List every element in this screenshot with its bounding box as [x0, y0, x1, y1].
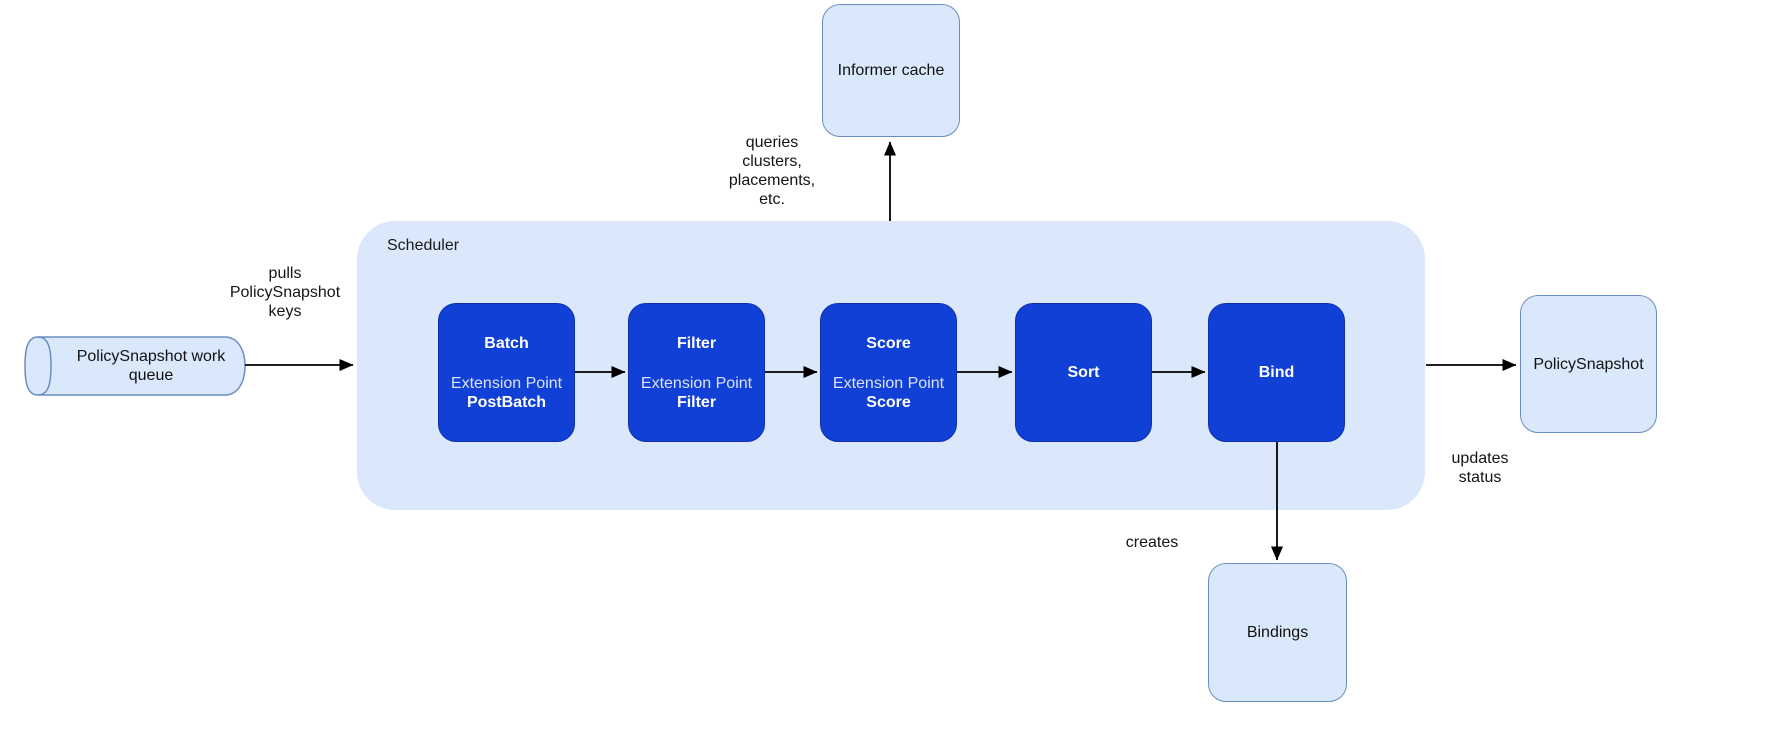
- stage-batch-extension-name: PostBatch: [466, 393, 547, 411]
- stage-bind: Bind: [1208, 303, 1345, 442]
- stage-batch: Batch Extension Point PostBatch: [438, 303, 575, 442]
- stage-score-title: Score: [866, 334, 911, 352]
- stage-filter-extension-point-label: Extension Point: [640, 374, 753, 392]
- stage-score: Score Extension Point Score: [820, 303, 957, 442]
- edge-label-queries-clusters: queries clusters, placements, etc.: [728, 134, 816, 208]
- stage-score-extension-name: Score: [866, 393, 911, 411]
- stage-batch-title: Batch: [484, 334, 529, 352]
- edge-label-creates: creates: [1125, 534, 1179, 551]
- bindings-node: Bindings: [1208, 563, 1347, 702]
- scheduler-label: Scheduler: [387, 237, 460, 254]
- informer-cache-node: Informer cache: [822, 4, 960, 137]
- policysnapshot-node: PolicySnapshot: [1520, 295, 1657, 433]
- stage-sort: Sort: [1015, 303, 1152, 442]
- stage-score-extension-point-label: Extension Point: [832, 374, 945, 392]
- stage-filter-extension-name: Filter: [676, 393, 717, 411]
- edge-label-pulls-policysnapshot-keys: pulls PolicySnapshot keys: [229, 265, 341, 320]
- stage-batch-extension-point-label: Extension Point: [450, 374, 563, 392]
- work-queue-label: PolicySnapshot work queue: [76, 348, 226, 384]
- stage-filter: Filter Extension Point Filter: [628, 303, 765, 442]
- edge-label-updates-status: updates status: [1451, 450, 1509, 486]
- stage-sort-title: Sort: [1067, 364, 1100, 381]
- stage-bind-title: Bind: [1258, 364, 1295, 381]
- stage-filter-title: Filter: [676, 334, 717, 352]
